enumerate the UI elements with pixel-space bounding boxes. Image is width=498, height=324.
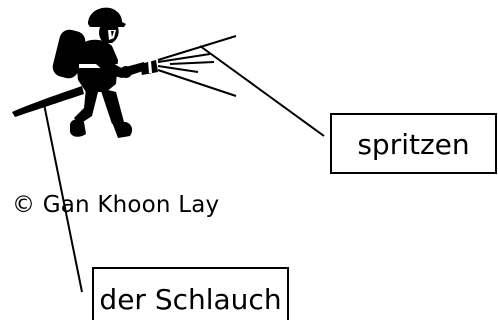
back-boot-shape bbox=[70, 119, 86, 137]
spray-line bbox=[157, 35, 237, 61]
front-leg-shape bbox=[100, 88, 124, 124]
spray-line bbox=[169, 61, 215, 65]
arm-shape bbox=[96, 54, 146, 78]
spray-line bbox=[157, 69, 237, 97]
front-boot-shape bbox=[112, 122, 133, 138]
credit-text: © Gan Khoon Lay bbox=[12, 192, 220, 218]
nozzle-ring bbox=[148, 61, 152, 73]
back-leg-shape bbox=[74, 88, 98, 124]
helmet-shape bbox=[88, 7, 126, 27]
label-spray-text: spritzen bbox=[357, 127, 470, 161]
pointer-line-hose bbox=[43, 103, 83, 293]
spray-line bbox=[157, 65, 199, 73]
label-spray: spritzen bbox=[330, 113, 497, 174]
hose-shape bbox=[12, 86, 84, 117]
pointer-line-spray bbox=[199, 45, 325, 137]
spray-line bbox=[157, 53, 211, 63]
glove-shape bbox=[120, 66, 132, 78]
visor-strip bbox=[111, 31, 114, 37]
label-hose-text: der Schlauch bbox=[99, 283, 282, 316]
label-hose: der Schlauch bbox=[92, 267, 289, 320]
